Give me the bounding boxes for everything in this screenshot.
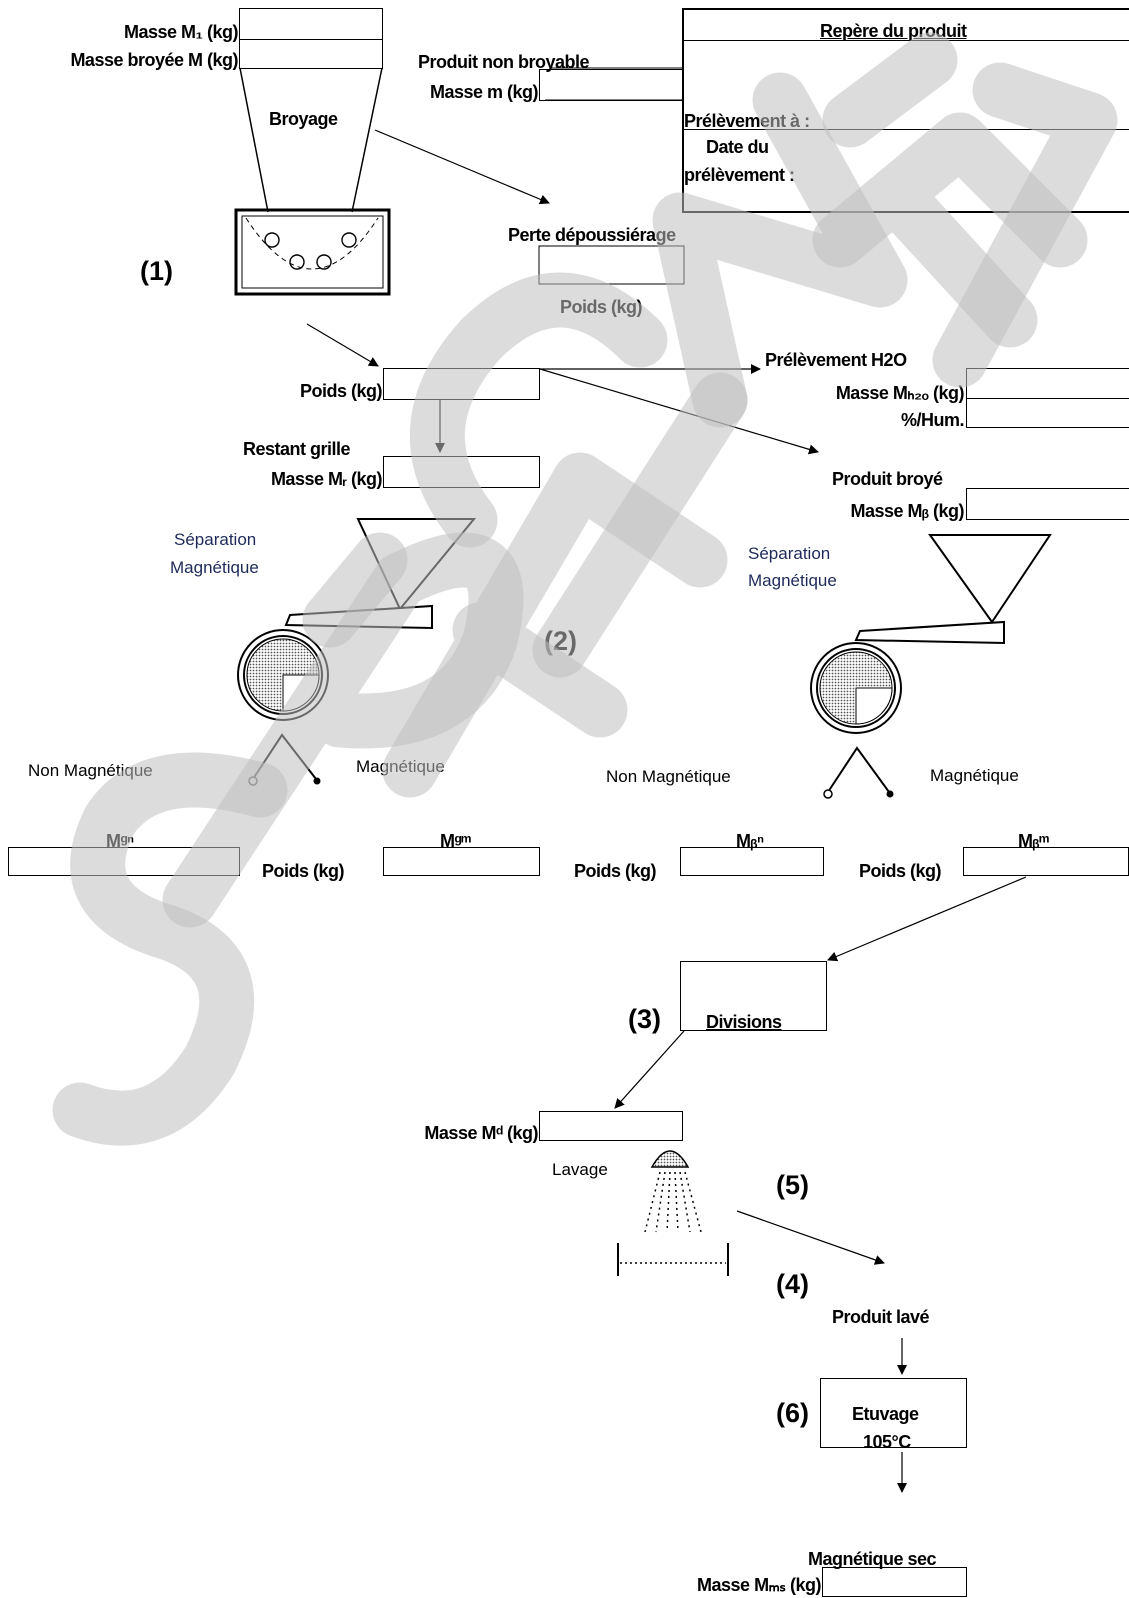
poids-label-2: Poids (kg) <box>574 861 657 881</box>
masse-mr-label: Masse Mᵣ (kg) <box>270 469 383 489</box>
separation-left-2: Magnétique <box>170 558 259 577</box>
magnetic-separator-left <box>237 518 477 786</box>
m-gn-box[interactable] <box>8 847 240 876</box>
hum-label: %/Hum. <box>900 410 965 430</box>
masse-m-box[interactable] <box>539 69 683 101</box>
hopper-left-edge <box>239 67 269 213</box>
step-2-label: (2) <box>544 626 577 656</box>
masse-mh2o-label: Masse Mₕ₂ₒ (kg) <box>835 383 965 403</box>
hopper-right-edge <box>351 67 383 213</box>
m-bn-box[interactable] <box>680 847 824 876</box>
m-bm-box[interactable] <box>963 847 1129 876</box>
poids-label: Poids (kg) <box>299 381 383 401</box>
produit-lave-label: Produit lavé <box>832 1307 930 1327</box>
separation-right-2: Magnétique <box>748 571 837 590</box>
produit-non-broyable-label: Produit non broyable <box>418 52 590 72</box>
crusher-icon <box>234 208 391 296</box>
masse-broyee-box[interactable] <box>239 39 383 69</box>
prelevement-line <box>682 129 1129 130</box>
masse-m1-label: Masse M₁ (kg) <box>124 22 238 42</box>
separation-right-1: Séparation <box>748 544 831 563</box>
masse-md-box[interactable] <box>539 1111 683 1141</box>
magnetique-sec-label: Magnétique sec <box>808 1549 937 1569</box>
non-magnetique-right-label: Non Magnétique <box>606 767 731 786</box>
prelevement-label: Prélèvement à : <box>684 111 810 131</box>
divisions-label: Divisions <box>706 1012 782 1032</box>
poids-box[interactable] <box>383 368 540 400</box>
masse-ms-label: Masse Mₘₛ (kg) <box>697 1575 821 1595</box>
date-label-1: Date du <box>706 137 769 157</box>
broyage-label: Broyage <box>269 109 338 129</box>
step-4-label: (4) <box>776 1269 809 1299</box>
step-6-label: (6) <box>776 1398 809 1428</box>
masse-m-label: Masse m (kg) <box>429 82 539 102</box>
m-bn-label: Mᵦⁿ <box>736 831 764 851</box>
poids-label-3: Poids (kg) <box>859 861 942 881</box>
masse-md-label: Masse Mᵈ (kg) <box>424 1123 538 1143</box>
magnetic-separator-right <box>810 534 1052 799</box>
masse-mb-label: Masse Mᵦ (kg) <box>850 501 964 521</box>
m-gm-box[interactable] <box>383 847 540 876</box>
perte-poids-label: Poids (kg) <box>560 297 643 317</box>
masse-m1-box[interactable] <box>239 8 383 40</box>
step-3-label: (3) <box>628 1004 661 1034</box>
date-label-2: prélèvement : <box>684 165 795 185</box>
separation-left-1: Séparation <box>174 530 257 549</box>
product-id-title: Repère du produit <box>820 21 967 41</box>
etuvage-temp-label: 105°C <box>863 1432 911 1452</box>
prelevement-h2o-label: Prélèvement H2O <box>765 350 907 370</box>
etuvage-label: Etuvage <box>852 1404 919 1424</box>
magnetique-right-label: Magnétique <box>930 766 1019 785</box>
perte-label: Perte dépoussiérage <box>508 225 676 245</box>
step-1-label: (1) <box>140 256 173 286</box>
masse-broyee-label: Masse broyée M (kg) <box>70 50 238 70</box>
restant-grille-label: Restant grille <box>243 439 351 459</box>
masse-mr-box[interactable] <box>383 456 540 488</box>
washing-shower-icon <box>617 1150 729 1276</box>
produit-broye-label: Produit broyé <box>832 469 943 489</box>
poids-label-1: Poids (kg) <box>262 861 345 881</box>
hum-box[interactable] <box>966 398 1129 428</box>
magnetique-left-label: Magnétique <box>356 757 445 776</box>
m-bm-label: Mᵦᵐ <box>1018 831 1049 851</box>
non-magnetique-left-label: Non Magnétique <box>28 761 153 780</box>
step-5-label: (5) <box>776 1170 809 1200</box>
etuvage-box[interactable] <box>820 1378 967 1448</box>
product-id-divider <box>682 40 1129 41</box>
divisions-box[interactable] <box>680 961 827 1031</box>
masse-mb-box[interactable] <box>966 488 1129 520</box>
masse-mh2o-box[interactable] <box>966 368 1129 399</box>
masse-ms-box[interactable] <box>822 1567 967 1597</box>
lavage-label: Lavage <box>552 1160 608 1179</box>
